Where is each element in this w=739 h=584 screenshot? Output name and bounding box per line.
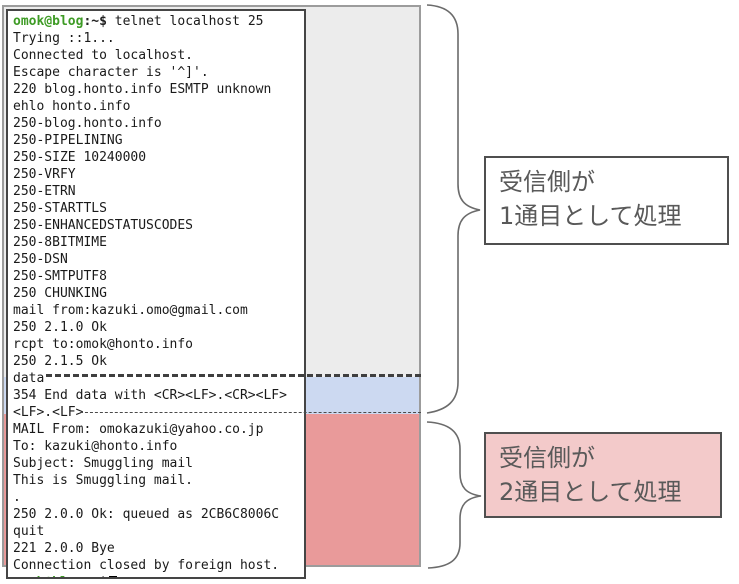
terminal-line: 250-8BITMIME	[13, 234, 304, 251]
line-text: data	[13, 371, 45, 386]
terminal-line: 250-SIZE 10240000	[13, 149, 304, 166]
line-text: 354 End data with <CR><LF>.<CR><LF>	[13, 388, 287, 403]
terminal-line: 250 2.0.0 Ok: queued as 2CB6C8006C	[13, 506, 304, 523]
line-text: 250 2.0.0 Ok: queued as 2CB6C8006C	[13, 507, 280, 522]
terminal-line: quit	[13, 523, 304, 540]
line-text: 221 2.0.0 Bye	[13, 541, 115, 556]
line-text: 250-SMTPUTF8	[13, 269, 107, 284]
terminal-line: <LF>.<LF>	[13, 404, 304, 421]
line-text: To: kazuki@honto.info	[13, 439, 178, 454]
smuggled-boundary-thin-dashed-line	[80, 412, 421, 413]
terminal-line: rcpt to:omok@honto.info	[13, 336, 304, 353]
terminal-line: Connected to localhost.	[13, 47, 304, 64]
line-text: 250-STARTTLS	[13, 201, 107, 216]
terminal-line: MAIL From: omokazuki@yahoo.co.jp	[13, 421, 304, 438]
prompt-path: :~$	[83, 575, 106, 577]
terminal-line: 250 CHUNKING	[13, 285, 304, 302]
callout-first-mail-line2: 1通目として処理	[499, 202, 682, 230]
line-text: Trying ::1...	[13, 31, 115, 46]
callout-second-mail-line2: 2通目として処理	[499, 478, 682, 506]
line-text: Connected to localhost.	[13, 48, 194, 63]
terminal-line: 220 blog.honto.info ESMTP unknown	[13, 81, 304, 98]
brace-first-mail	[426, 4, 481, 414]
terminal-line: mail from:kazuki.omo@gmail.com	[13, 302, 304, 319]
terminal-line: 250-DSN	[13, 251, 304, 268]
line-text: telnet localhost 25	[106, 14, 264, 29]
line-text: This is Smuggling mail.	[13, 473, 194, 488]
line-text: mail from:kazuki.omo@gmail.com	[13, 303, 248, 318]
line-text: MAIL From: omokazuki@yahoo.co.jp	[13, 422, 264, 437]
line-text: 250-PIPELINING	[13, 133, 123, 148]
line-text: Subject: Smuggling mail	[13, 456, 194, 471]
terminal-line: .	[13, 489, 304, 506]
terminal-line: 250 2.1.0 Ok	[13, 319, 304, 336]
terminal-line: 250 2.1.5 Ok	[13, 353, 304, 370]
line-text: 250-8BITMIME	[13, 235, 107, 250]
terminal-line: omok@blog:~$	[13, 574, 304, 577]
line-text: Escape character is '^]'.	[13, 65, 209, 80]
cursor-block	[108, 576, 117, 577]
terminal-line: 250-VRFY	[13, 166, 304, 183]
callout-first-mail-line1: 受信側が	[499, 168, 595, 196]
callout-first-mail: 受信側が 1通目として処理	[484, 156, 729, 245]
terminal-line: To: kazuki@honto.info	[13, 438, 304, 455]
line-text: 250-ENHANCEDSTATUSCODES	[13, 218, 194, 233]
callout-second-mail-line1: 受信側が	[499, 444, 595, 472]
terminal-line: ehlo honto.info	[13, 98, 304, 115]
terminal-line: Trying ::1...	[13, 30, 304, 47]
line-text: 250 CHUNKING	[13, 286, 107, 301]
prompt-user: omok@blog	[13, 575, 83, 577]
terminal-line: omok@blog:~$ telnet localhost 25	[13, 13, 304, 30]
line-text: 250-SIZE 10240000	[13, 150, 147, 165]
data-boundary-thick-dashed-line	[46, 374, 421, 377]
terminal-line: 250-STARTTLS	[13, 200, 304, 217]
line-text: ehlo honto.info	[13, 99, 131, 114]
brace-second-mail	[426, 421, 482, 569]
terminal-line: Subject: Smuggling mail	[13, 455, 304, 472]
line-text: 250 2.1.5 Ok	[13, 354, 107, 369]
line-text: <LF>.<LF>	[13, 405, 84, 420]
terminal-line: 221 2.0.0 Bye	[13, 540, 304, 557]
line-text: 220 blog.honto.info ESMTP unknown	[13, 82, 272, 97]
terminal-line: This is Smuggling mail.	[13, 472, 304, 489]
terminal-line: Connection closed by foreign host.	[13, 557, 304, 574]
terminal-line: data	[13, 370, 304, 387]
line-text: 250-VRFY	[13, 167, 76, 182]
line-text: .	[13, 490, 21, 505]
line-text: 250-DSN	[13, 252, 68, 267]
prompt-path: :~$	[83, 14, 107, 29]
terminal-line: 250-SMTPUTF8	[13, 268, 304, 285]
terminal-line: Escape character is '^]'.	[13, 64, 304, 81]
line-text: 250-blog.honto.info	[13, 116, 162, 131]
line-text: Connection closed by foreign host.	[13, 558, 280, 573]
terminal-line: 354 End data with <CR><LF>.<CR><LF>	[13, 387, 304, 404]
line-text: quit	[13, 524, 45, 539]
prompt-user: omok@blog	[13, 14, 84, 29]
terminal-line: 250-PIPELINING	[13, 132, 304, 149]
callout-second-mail: 受信側が 2通目として処理	[484, 432, 722, 518]
terminal-line: 250-ENHANCEDSTATUSCODES	[13, 217, 304, 234]
terminal-line: 250-blog.honto.info	[13, 115, 304, 132]
line-text: rcpt to:omok@honto.info	[13, 337, 194, 352]
terminal-line: 250-ETRN	[13, 183, 304, 200]
line-text: 250-ETRN	[13, 184, 76, 199]
line-text: 250 2.1.0 Ok	[13, 320, 107, 335]
